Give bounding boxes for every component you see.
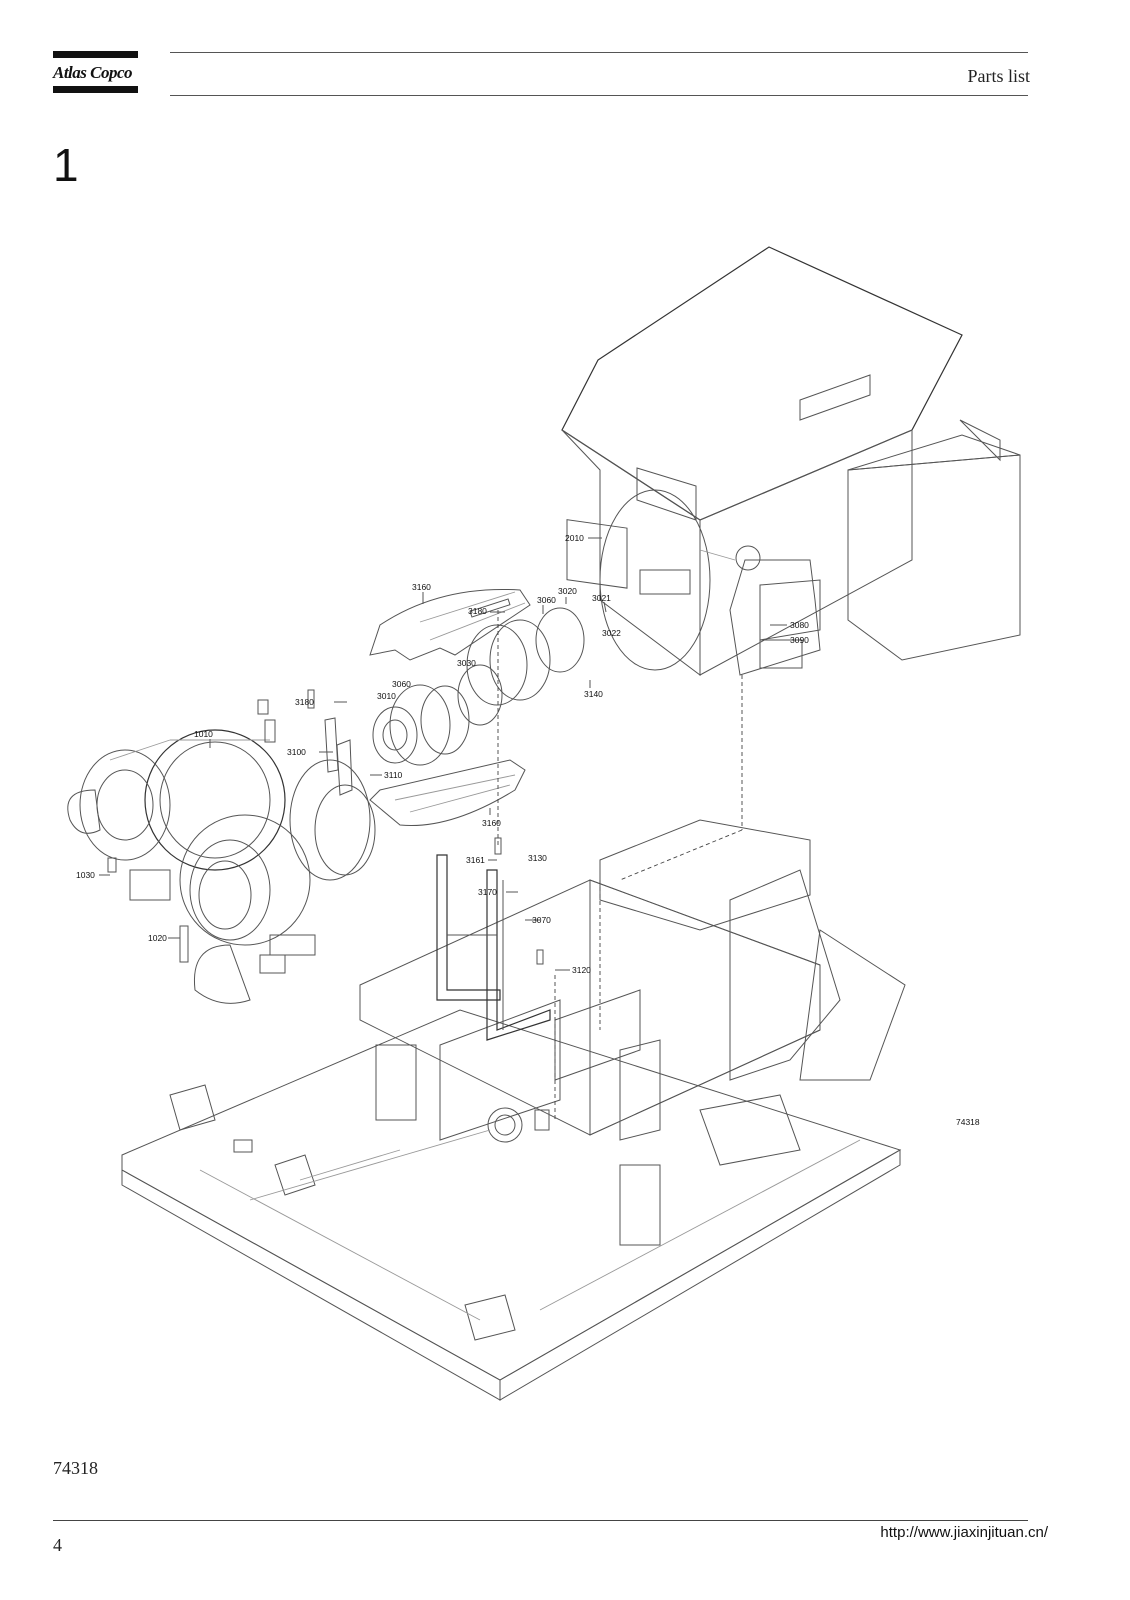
coupling-parts bbox=[307, 588, 585, 827]
footer-url[interactable]: http://www.jiaxinjituan.cn/ bbox=[880, 1524, 1048, 1541]
header-rule-top bbox=[170, 52, 1028, 53]
callout-3080: 3080 bbox=[790, 620, 809, 630]
callout-3120: 3120 bbox=[572, 965, 591, 975]
support-brackets bbox=[436, 837, 551, 1041]
section-number: 1 bbox=[53, 139, 79, 191]
callout-3060-upper: 3060 bbox=[537, 595, 556, 605]
motor-assembly bbox=[561, 246, 1021, 676]
compressor-element bbox=[67, 699, 376, 1004]
callout-3180-upper: 3180 bbox=[468, 606, 487, 616]
callout-3140: 3140 bbox=[584, 689, 603, 699]
figure-id: 74318 bbox=[53, 1458, 98, 1478]
callout-3060-lower: 3060 bbox=[392, 679, 411, 689]
footer-rule bbox=[53, 1520, 1028, 1521]
callout-3021: 3021 bbox=[592, 593, 611, 603]
callouts: 2010 3160 3180 3060 3020 3021 3022 3030 … bbox=[76, 533, 980, 1127]
base-frame bbox=[121, 819, 906, 1401]
callout-3020: 3020 bbox=[558, 586, 577, 596]
callout-3130: 3130 bbox=[528, 853, 547, 863]
callout-3160-lower: 3160 bbox=[482, 818, 501, 828]
header-rule-bottom bbox=[170, 95, 1028, 96]
callout-3010: 3010 bbox=[377, 691, 396, 701]
alignment-lines bbox=[497, 610, 743, 1120]
callout-3090: 3090 bbox=[790, 635, 809, 645]
callout-3110: 3110 bbox=[384, 770, 403, 780]
callout-3070: 3070 bbox=[532, 915, 551, 925]
header-title: Parts list bbox=[967, 66, 1030, 86]
leader-lines bbox=[99, 537, 787, 971]
page-number: 4 bbox=[53, 1535, 62, 1555]
figure-id-label: 74318 bbox=[956, 1117, 980, 1127]
callout-3161: 3161 bbox=[466, 855, 485, 865]
callout-3030: 3030 bbox=[457, 658, 476, 668]
callout-1010: 1010 bbox=[194, 729, 213, 739]
brand-logo: Atlas Copco bbox=[53, 63, 133, 82]
exploded-view-diagram: 2010 3160 3180 3060 3020 3021 3022 3030 … bbox=[67, 246, 1021, 1401]
callout-3170: 3170 bbox=[478, 887, 497, 897]
callout-2010: 2010 bbox=[565, 533, 584, 543]
callout-3100: 3100 bbox=[287, 747, 306, 757]
logo-bar-bottom bbox=[53, 86, 138, 93]
callout-1020: 1020 bbox=[148, 933, 167, 943]
callout-3022: 3022 bbox=[602, 628, 621, 638]
logo-bar-top bbox=[53, 51, 138, 58]
callout-3180-lower: 3180 bbox=[295, 697, 314, 707]
callout-1030: 1030 bbox=[76, 870, 95, 880]
callout-3160-upper: 3160 bbox=[412, 582, 431, 592]
